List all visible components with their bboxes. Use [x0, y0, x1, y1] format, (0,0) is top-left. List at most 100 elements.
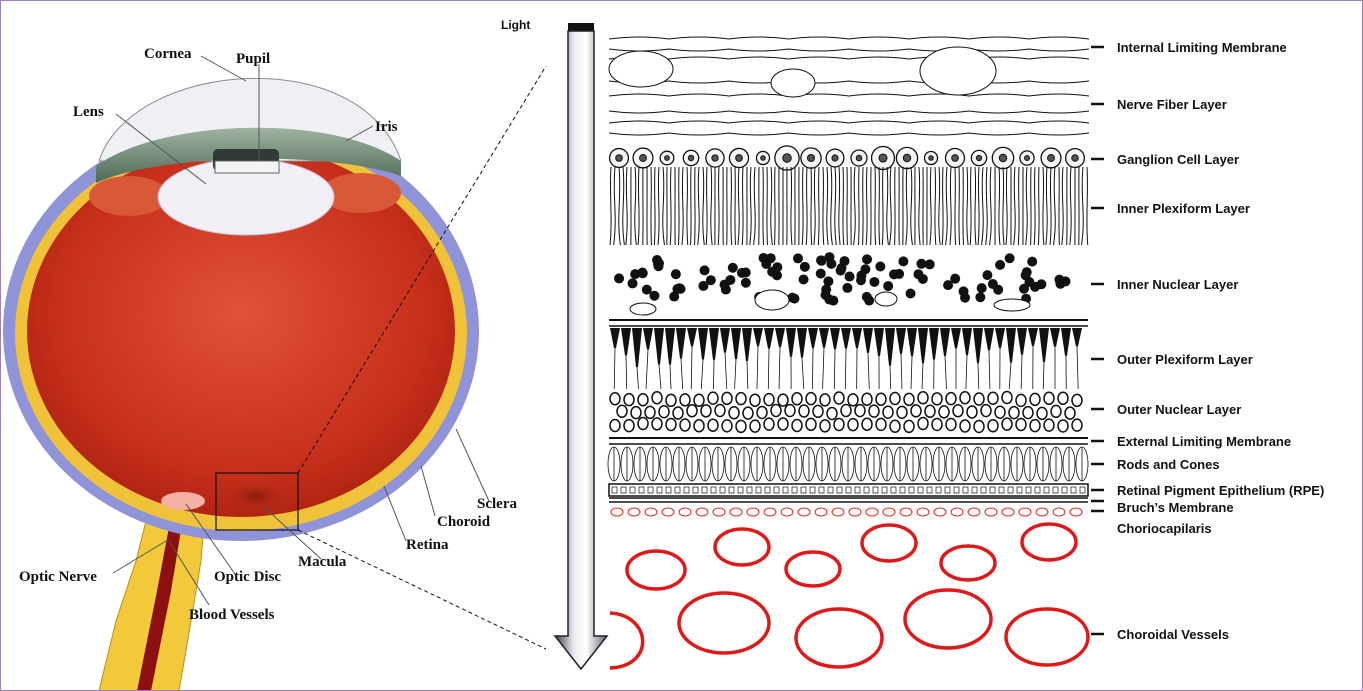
inner-nuclear-cell — [869, 277, 879, 287]
outer-nuclear-cell — [722, 392, 732, 404]
plexiform-strand — [1043, 167, 1044, 245]
outer-nuclear-cell — [673, 407, 683, 419]
outer-nuclear-cell — [988, 392, 998, 404]
outer-nuclear-cell — [820, 420, 830, 432]
outer-nuclear-cell — [757, 406, 767, 418]
outer-nuclear-cell — [708, 419, 718, 431]
plexiform-strand — [771, 167, 773, 245]
plexiform-strand — [858, 167, 859, 245]
outer-nuclear-cell — [666, 418, 676, 430]
plexiform-strand — [763, 167, 764, 245]
outer-nuclear-cell — [946, 418, 956, 430]
label-macula: Macula — [298, 554, 347, 570]
plexiform-dendrite — [643, 328, 653, 350]
inner-nuclear-cell — [637, 267, 647, 277]
outer-nuclear-cell — [1030, 420, 1040, 432]
outer-nuclear-cell — [883, 406, 893, 418]
outer-nuclear-cell — [904, 420, 914, 432]
rpe-cell — [1026, 487, 1031, 493]
plexiform-strand — [814, 167, 815, 245]
rpe-cell — [909, 487, 914, 493]
outer-nuclear-cell — [939, 406, 949, 418]
outer-nuclear-cell — [876, 393, 886, 405]
plexiform-strand — [658, 167, 659, 245]
rpe-cell — [729, 487, 734, 493]
label-optic-nerve: Optic Nerve — [19, 569, 97, 585]
plexiform-strand — [1062, 167, 1063, 245]
plexiform-strand — [975, 167, 976, 245]
rpe-cell — [891, 487, 896, 493]
outer-nuclear-cell — [652, 418, 662, 430]
plexiform-dendrite — [786, 328, 796, 357]
inner-nuclear-cell — [925, 259, 935, 269]
plexiform-strand — [806, 167, 807, 245]
plexiform-strand — [750, 167, 751, 245]
plexiform-strand — [635, 167, 637, 245]
rpe-cell — [612, 487, 617, 493]
outer-nuclear-cell — [841, 405, 851, 417]
plexiform-strand — [811, 167, 812, 245]
inner-nuclear-cells — [614, 252, 1070, 315]
ganglion-nucleus — [879, 154, 887, 162]
outer-nuclear-cell — [736, 393, 746, 405]
choriocapillary — [645, 508, 657, 516]
outer-nuclear-cell — [1072, 394, 1082, 406]
rpe-cell — [684, 487, 689, 493]
plexiform-axon — [812, 348, 813, 389]
plexiform-strand — [1006, 167, 1007, 245]
outer-nuclear-cell — [715, 405, 725, 417]
choriocapillary — [747, 508, 759, 516]
outer-nuclear-cell — [694, 394, 704, 406]
plexiform-dendrite — [753, 328, 763, 346]
label-choroidal-vessels: Choroidal Vessels — [1117, 627, 1229, 642]
rpe-cell — [639, 487, 644, 493]
plexiform-axon — [691, 346, 692, 389]
plexiform-strand — [619, 167, 621, 245]
plexiform-strand — [890, 167, 892, 245]
nerve-fiber-line — [609, 111, 1089, 113]
inner-nuclear-cell — [800, 262, 810, 272]
nerve-fiber-layer-lines — [609, 37, 1089, 135]
rpe-cell — [882, 487, 887, 493]
choriocapillary — [696, 508, 708, 516]
plexiform-axon — [713, 360, 714, 389]
plexiform-dendrite — [687, 328, 697, 346]
plexiform-axon — [626, 356, 627, 389]
rpe-cell — [936, 487, 941, 493]
plexiform-strand — [827, 167, 828, 245]
nerve-fiber-line — [609, 121, 1089, 123]
inner-nuclear-cell — [741, 278, 751, 288]
outer-nuclear-cell — [834, 419, 844, 431]
outer-nuclear-cell — [820, 394, 830, 406]
outer-nuclear-cell — [932, 393, 942, 405]
plexiform-axon — [725, 353, 727, 389]
inner-nuclear-cell — [1055, 279, 1065, 289]
rpe-cell — [657, 487, 662, 493]
rpe-cell — [621, 487, 626, 493]
plexiform-dendrite — [709, 328, 719, 360]
nerve-fiber-line — [609, 37, 1089, 39]
outer-nuclear-cell — [666, 394, 676, 406]
plexiform-axon — [868, 353, 869, 389]
outer-nuclear-cell — [792, 393, 802, 405]
outer-nuclear-cell — [638, 394, 648, 406]
outer-nuclear-cell — [1058, 392, 1068, 404]
ganglion-nucleus — [1072, 155, 1079, 162]
plexiform-strand — [754, 167, 756, 245]
choriocapillary — [968, 508, 980, 516]
plexiform-strand — [654, 167, 655, 245]
outer-nuclear-cell — [911, 405, 921, 417]
amacrine-cell — [875, 292, 897, 306]
choriocapillary — [900, 508, 912, 516]
plexiform-strand — [1026, 167, 1028, 245]
inner-nuclear-cell — [1036, 279, 1046, 289]
outer-nuclear-cell — [1016, 419, 1026, 431]
rpe-cell — [837, 487, 842, 493]
ciliary-left — [89, 176, 169, 216]
plexiform-dendrite — [907, 328, 917, 356]
choriocapillary — [781, 508, 793, 516]
plexiform-strand — [1031, 167, 1032, 245]
inner-nuclear-cell — [836, 266, 846, 276]
outer-nuclear-cell — [848, 419, 858, 431]
plexiform-axon — [1077, 346, 1078, 389]
